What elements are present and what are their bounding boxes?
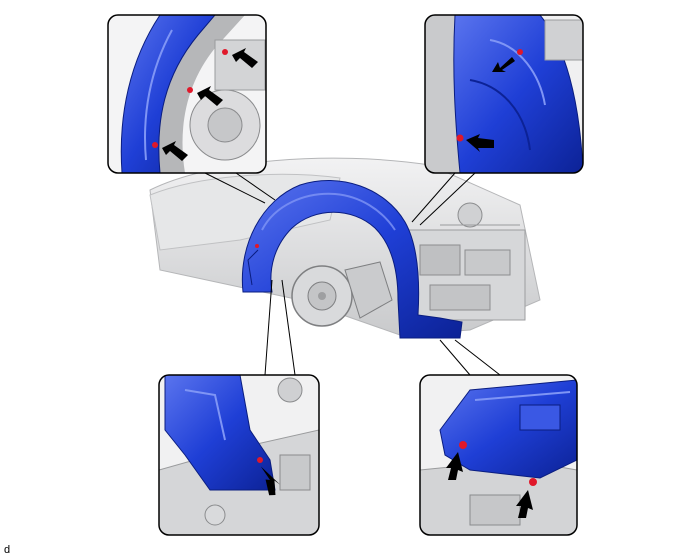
clip-icon [152,49,228,148]
leader-lines [204,172,501,376]
upper-right-inset [424,14,584,174]
brake-rotor [291,261,393,327]
lower-left-inset [158,374,320,536]
arrow-icon [260,466,281,496]
clip-icon [257,457,263,463]
figure-caption: d [4,544,11,556]
arrow-icon [446,452,533,518]
lower-right-inset [419,374,578,536]
clip-icon [456,49,523,142]
clip-icon [459,441,537,486]
engine-bay [404,202,526,321]
upper-left-inset [107,14,267,174]
vehicle-body [149,157,541,336]
arrow-icon [466,57,515,152]
fender-liner [241,180,463,339]
arrow-icon [162,48,258,161]
